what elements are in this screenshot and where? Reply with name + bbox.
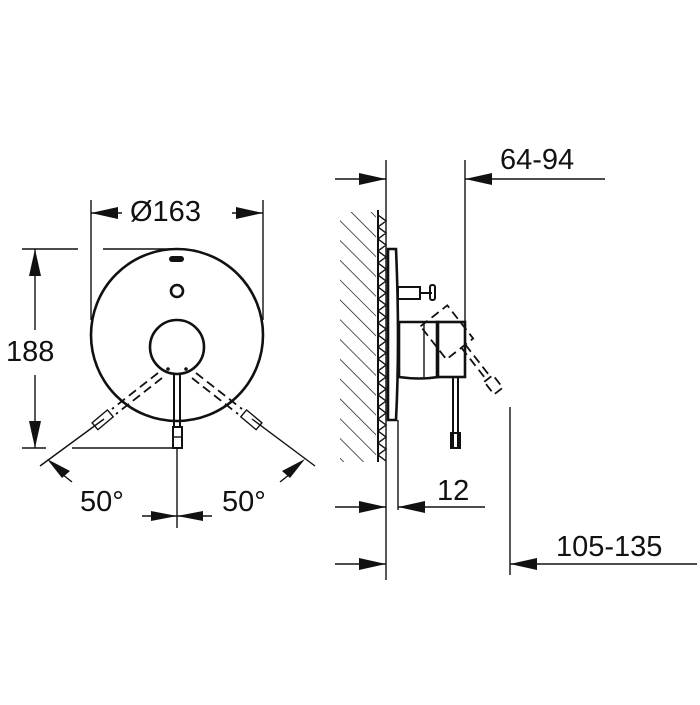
- angle-right-label: 50°: [222, 486, 266, 518]
- plate-dimension: [335, 501, 485, 513]
- angle-dimension: [47, 448, 305, 528]
- diverter-knob: [397, 284, 436, 301]
- side-view: [335, 160, 697, 580]
- lever-handle: [172, 374, 183, 449]
- diverter-button: [169, 283, 185, 299]
- plate-label: 12: [437, 475, 470, 507]
- height-label: 188: [6, 336, 55, 368]
- angle-left-label: 50°: [80, 486, 124, 518]
- depth-range-label: 64-94: [500, 144, 575, 176]
- depth-dimension: [335, 173, 605, 185]
- lever-rotation-right: [191, 372, 316, 467]
- front-view: [22, 200, 316, 528]
- logo-mark: [169, 256, 184, 262]
- escutcheon-plate: [89, 247, 265, 423]
- wall-surface: [376, 160, 388, 580]
- diameter-dimension: [90, 200, 264, 320]
- lever-rotation-left: [39, 372, 163, 467]
- handle-body: [397, 320, 467, 449]
- height-dimension: [22, 248, 180, 449]
- total-range-label: 105-135: [556, 531, 663, 563]
- diameter-label: Ø163: [130, 196, 201, 228]
- lever-rotation-side: [419, 304, 505, 396]
- handle-hub: [148, 318, 206, 376]
- wall-hatch: [340, 212, 376, 462]
- cover-plate: [386, 247, 400, 422]
- total-dimension: [335, 558, 697, 570]
